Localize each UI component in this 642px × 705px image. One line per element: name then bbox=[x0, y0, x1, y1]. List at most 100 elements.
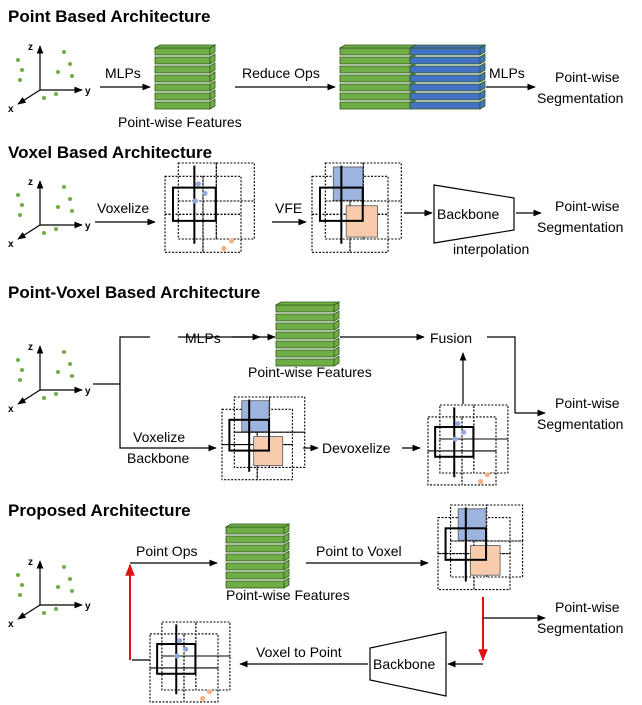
label-mlps: MLPs bbox=[185, 330, 221, 346]
output-label-line1: Point-wise bbox=[555, 198, 620, 214]
output-label-line2: Segmentation bbox=[537, 416, 623, 432]
point-dot bbox=[42, 611, 46, 615]
feature-layer-top bbox=[338, 44, 417, 49]
feature-stack bbox=[153, 44, 217, 110]
voxel-cell-outline bbox=[268, 396, 306, 433]
label-mlps-2: MLPs bbox=[489, 65, 525, 81]
x-axis-label: x bbox=[8, 404, 14, 415]
voxel-cell-blue bbox=[332, 166, 364, 201]
feature-layer bbox=[154, 101, 211, 110]
feature-layer bbox=[225, 535, 285, 544]
voxel-cell-blue bbox=[457, 508, 487, 541]
feature-layer-side bbox=[209, 71, 216, 83]
feature-layer bbox=[339, 65, 411, 74]
point-dot bbox=[42, 231, 46, 235]
point-dot bbox=[62, 350, 66, 354]
x-axis bbox=[17, 604, 41, 620]
label-backbone: Backbone bbox=[127, 450, 189, 466]
point-dot bbox=[16, 358, 20, 362]
point-dot bbox=[62, 185, 66, 189]
feature-layer bbox=[409, 92, 481, 101]
point-section-title: Point Based Architecture bbox=[8, 7, 210, 26]
feature-layer-top bbox=[153, 44, 217, 49]
voxel-cell-outline bbox=[473, 404, 509, 440]
point-dot bbox=[70, 374, 74, 378]
feature-stack bbox=[274, 301, 341, 367]
feature-layer bbox=[409, 65, 481, 74]
point-dot bbox=[16, 573, 20, 577]
feature-layer-side bbox=[479, 89, 486, 101]
y-axis-label: y bbox=[85, 221, 91, 232]
label-vfe: VFE bbox=[275, 200, 302, 216]
feature-layer bbox=[225, 571, 285, 580]
voxel-cell-outline bbox=[202, 213, 242, 253]
voxel-grid-points bbox=[427, 404, 509, 486]
output-label-line2: Segmentation bbox=[537, 219, 623, 235]
axes-icon: z y x bbox=[8, 342, 91, 415]
output-label-line1: Point-wise bbox=[555, 69, 620, 85]
y-axis-label: y bbox=[85, 386, 91, 397]
y-axis-label: y bbox=[85, 601, 91, 612]
point-dot bbox=[18, 593, 22, 597]
x-axis bbox=[17, 389, 41, 405]
voxel-point bbox=[484, 472, 491, 478]
feature-layer bbox=[339, 92, 411, 101]
point-dot bbox=[68, 362, 72, 366]
y-axis-label: y bbox=[85, 86, 91, 97]
feature-layer bbox=[339, 101, 411, 110]
point-dot bbox=[56, 70, 60, 74]
output-label-line1: Point-wise bbox=[555, 599, 620, 615]
point-dot bbox=[70, 589, 74, 593]
voxel-grid-points bbox=[149, 621, 231, 703]
voxel-cell-outline bbox=[195, 655, 231, 691]
feature-layer-top bbox=[224, 523, 291, 528]
feature-layer-side bbox=[283, 577, 290, 589]
feature-layer-top bbox=[408, 44, 487, 49]
feature-layer-side bbox=[333, 328, 340, 340]
point-dot bbox=[56, 205, 60, 209]
voxel-point bbox=[192, 198, 198, 204]
feature-stack bbox=[224, 523, 291, 589]
feature-layer bbox=[409, 74, 481, 83]
voxel-cell-outline bbox=[183, 633, 219, 669]
point-dot bbox=[70, 74, 74, 78]
voxel-cell-outline bbox=[450, 504, 488, 542]
x-axis-label: x bbox=[8, 239, 14, 250]
z-axis-label: z bbox=[28, 42, 33, 53]
voxel-cell-outline bbox=[202, 175, 242, 215]
label-backbone: Backbone bbox=[437, 206, 499, 222]
voxel-point bbox=[202, 190, 208, 196]
feature-layer bbox=[275, 331, 335, 340]
voxel-point bbox=[452, 436, 458, 442]
voxel-point bbox=[183, 646, 189, 652]
label-features: Point-wise Features bbox=[248, 364, 372, 380]
feature-layer bbox=[225, 526, 285, 535]
arrow-output bbox=[487, 336, 546, 417]
point-dot bbox=[54, 607, 58, 611]
feature-layer-side bbox=[479, 71, 486, 83]
voxel-cell-outline bbox=[183, 667, 219, 703]
feature-layer bbox=[409, 83, 481, 92]
feature-layer-side bbox=[333, 319, 340, 331]
pv-section-title: Point-Voxel Based Architecture bbox=[8, 283, 260, 302]
x-axis-label: x bbox=[8, 104, 14, 115]
point-dot bbox=[16, 193, 20, 197]
point-dot bbox=[42, 396, 46, 400]
feature-layer-side bbox=[209, 89, 216, 101]
z-axis-label: z bbox=[28, 557, 33, 568]
label-mlps: MLPs bbox=[105, 65, 141, 81]
voxel-point bbox=[478, 478, 484, 485]
voxel-grid bbox=[164, 162, 255, 253]
z-axis-label: z bbox=[28, 342, 33, 353]
feature-layer bbox=[339, 56, 411, 65]
feature-layer bbox=[225, 544, 285, 553]
point-dot bbox=[20, 203, 24, 207]
point-dot bbox=[16, 58, 20, 62]
arrow-bottom-branch bbox=[119, 384, 217, 452]
voxel-point bbox=[221, 245, 227, 252]
feature-layer-side bbox=[333, 337, 340, 349]
voxel-cell-outline bbox=[461, 450, 497, 486]
label-features: Point-wise Features bbox=[226, 587, 350, 603]
voxel-point bbox=[455, 421, 461, 427]
label-reduce-ops: Reduce Ops bbox=[242, 65, 320, 81]
